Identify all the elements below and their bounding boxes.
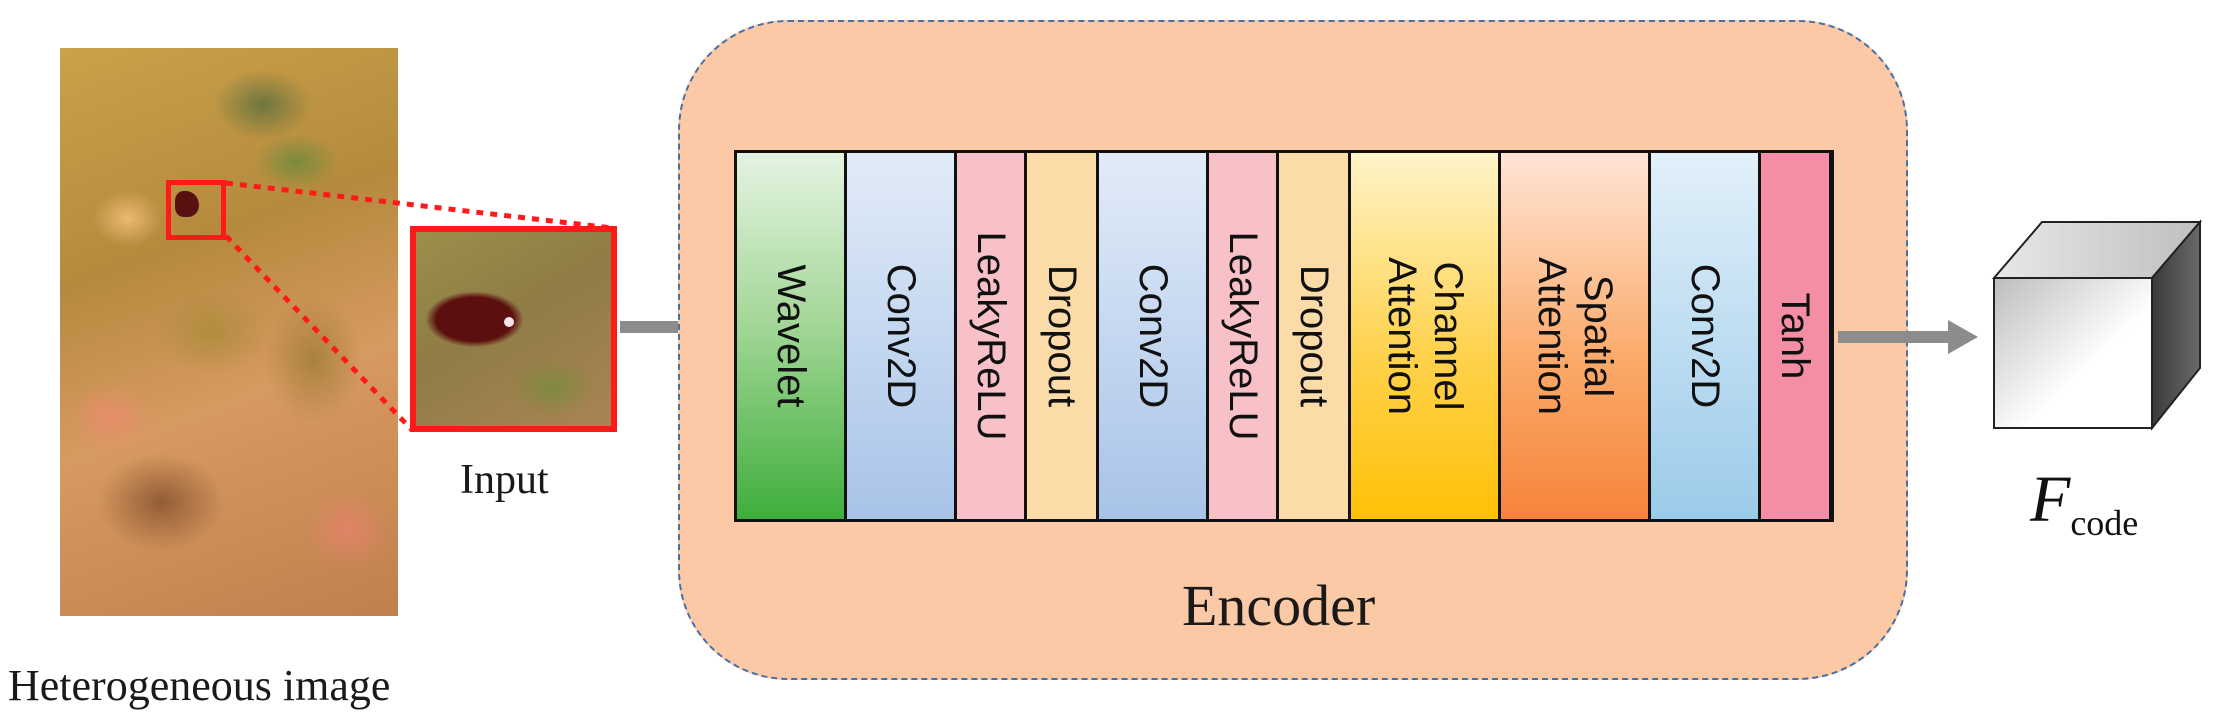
zoom-line-bottom [224, 234, 414, 432]
layer-label: Dropout [1291, 264, 1336, 408]
layer-label: Dropout [1039, 264, 1084, 408]
encoder-label: Encoder [1182, 573, 1376, 638]
fcode-label: Fcode [2030, 462, 2138, 544]
layer-dropout-1: Dropout [1027, 153, 1099, 519]
highlight-region-box [166, 180, 226, 240]
cube-front-face [1993, 277, 2153, 429]
cube-side-face [2151, 219, 2201, 431]
layer-leakyrelu-1: LeakyReLU [957, 153, 1027, 519]
layer-spatial-attention: Spatial Attention [1501, 153, 1651, 519]
layer-conv2d-1: Conv2D [847, 153, 957, 519]
layer-dropout-2: Dropout [1279, 153, 1351, 519]
fcode-subscript: code [2070, 503, 2139, 543]
layer-label: LeakyReLU [1220, 231, 1265, 441]
layer-conv2d-2: Conv2D [1099, 153, 1209, 519]
zoom-line-top [225, 180, 613, 231]
layer-tanh: Tanh [1761, 153, 1829, 519]
layer-label: Channel Attention [1379, 257, 1470, 415]
dark-region-spot [175, 191, 199, 217]
layer-channel-attention: Channel Attention [1351, 153, 1501, 519]
layer-label: Conv2D [1682, 263, 1727, 409]
encoder-layer-stack: Wavelet Conv2D LeakyReLU Dropout Conv2D … [734, 150, 1834, 522]
layer-label: Spatial Attention [1529, 257, 1620, 415]
layer-wavelet: Wavelet [737, 153, 847, 519]
layer-leakyrelu-2: LeakyReLU [1209, 153, 1279, 519]
arrow-head [1948, 320, 1978, 354]
layer-label: Wavelet [768, 264, 813, 408]
heterogeneous-image [60, 48, 398, 616]
input-crop-image [410, 226, 617, 432]
layer-label: Conv2D [1130, 263, 1175, 409]
crop-speck [504, 317, 514, 327]
layer-conv2d-3: Conv2D [1651, 153, 1761, 519]
layer-label: LeakyReLU [968, 231, 1013, 441]
layer-label: Tanh [1773, 292, 1817, 380]
fcode-symbol: F [2030, 463, 2071, 536]
heterogeneous-image-caption: Heterogeneous image [8, 661, 391, 710]
arrow-shaft [1838, 331, 1950, 343]
feature-cube-icon [1991, 219, 2203, 431]
arrow-encoder-to-output [1838, 320, 1978, 354]
input-caption: Input [460, 457, 549, 503]
layer-label: Conv2D [878, 263, 923, 409]
